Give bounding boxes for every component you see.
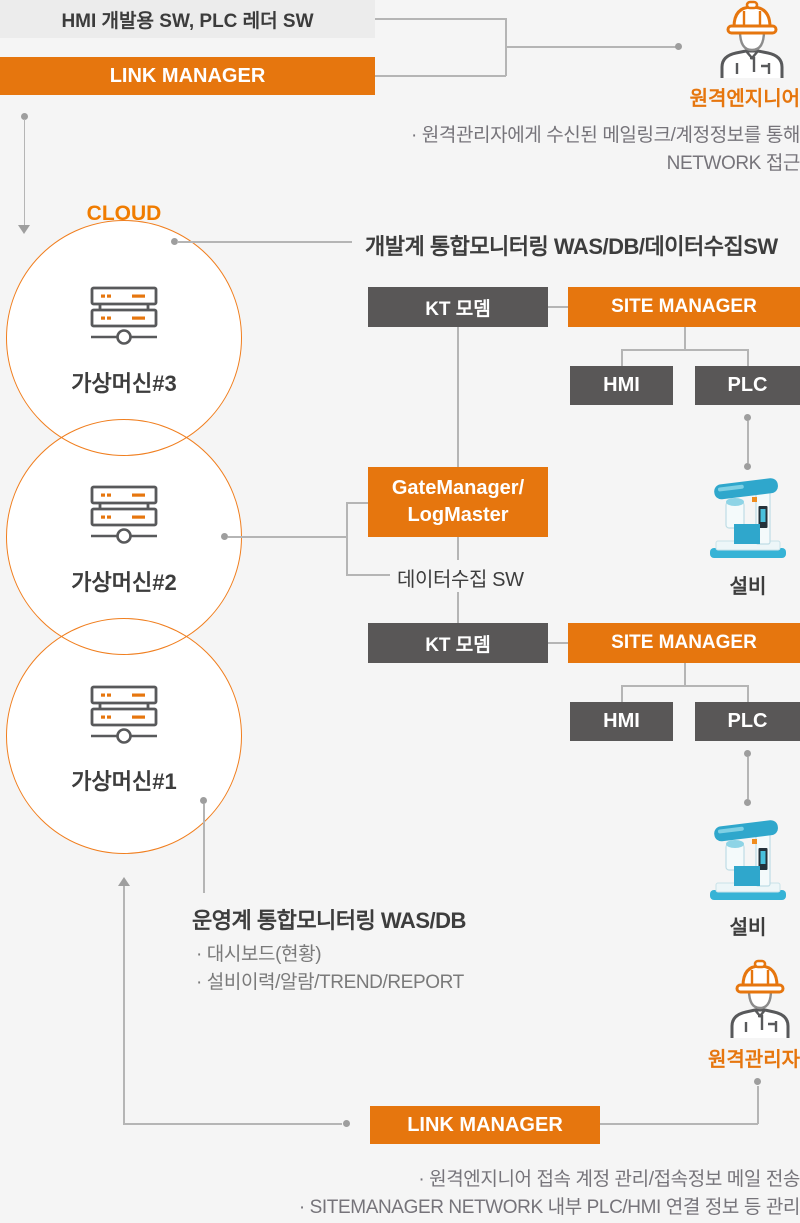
remote-manager-label: 원격관리자 [708, 1049, 800, 1071]
connector-line [457, 592, 459, 623]
bullet-item: · 대시보드(현황) [196, 944, 322, 965]
connector-line [123, 886, 125, 1124]
connector-line [177, 241, 352, 243]
gatemanager-label-line1: GateManager/ [391, 477, 525, 499]
connector-dot [200, 797, 207, 804]
hmi-box-ops: HMI [570, 702, 673, 741]
connector-dot [171, 238, 178, 245]
connector-dot [343, 1120, 350, 1127]
connector-dot [744, 799, 751, 806]
remote-engineer-note: · 원격관리자에게 수신된 메일링크/계정정보를 통해 NETWORK 접근 [411, 122, 800, 178]
equipment-label-dev: 설비 [729, 576, 767, 598]
down-arrow-icon [18, 225, 30, 234]
gatemanager-label-line2: LogMaster [407, 504, 509, 526]
gatemanager-box: GateManager/ LogMaster [368, 467, 548, 537]
connector-line [548, 642, 568, 644]
site-manager-box-dev: SITE MANAGER [568, 287, 800, 327]
connector-line [23, 119, 25, 225]
connector-line [621, 685, 623, 702]
connector-line [600, 1123, 758, 1125]
hmi-box-dev: HMI [570, 366, 673, 405]
note-line: · 원격관리자에게 수신된 메일링크/계정정보를 통해 [410, 125, 800, 146]
plc-box-ops: PLC [695, 702, 800, 741]
site-manager-box-ops: SITE MANAGER [568, 623, 800, 663]
equipment-icon [708, 472, 788, 564]
site-manager-label: SITE MANAGER [611, 632, 757, 653]
vm2-label: 가상머신#2 [71, 570, 177, 595]
connector-dot [744, 750, 751, 757]
link-manager-top-label: LINK MANAGER [109, 64, 266, 87]
ops-section-heading: 운영계 통합모니터링 WAS/DB [192, 908, 466, 933]
connector-line [747, 685, 749, 702]
connector-line [505, 46, 677, 48]
note-line: · 원격엔지니어 접속 계정 관리/접속정보 메일 전송 [418, 1169, 800, 1190]
link-manager-bottom-notes: · 원격엔지니어 접속 계정 관리/접속정보 메일 전송 · SITEMANAG… [299, 1166, 800, 1222]
kt-modem-box-dev: KT 모뎀 [368, 287, 548, 327]
connector-dot [744, 463, 751, 470]
connector-line [346, 574, 390, 576]
vm1-label: 가상머신#1 [71, 769, 177, 794]
link-manager-top-box: LINK MANAGER [0, 57, 375, 95]
connector-line [457, 327, 459, 467]
hmi-label: HMI [603, 374, 640, 396]
connector-line [621, 349, 748, 351]
plc-label: PLC [727, 374, 768, 396]
connector-line [375, 75, 506, 77]
connector-line [346, 502, 348, 576]
dev-sw-box: HMI 개발용 SW, PLC 레더 SW [0, 0, 375, 38]
remote-engineer-label: 원격엔지니어 [689, 88, 800, 110]
dev-sw-box-label: HMI 개발용 SW, PLC 레더 SW [61, 10, 314, 32]
cloud-label: CLOUD [86, 202, 162, 225]
manager-icon [726, 956, 794, 1040]
connector-dot [675, 43, 682, 50]
connector-line [747, 757, 749, 799]
connector-line [457, 537, 459, 560]
server-icon [90, 485, 158, 547]
connector-dot [221, 533, 228, 540]
note-line: · SITEMANAGER NETWORK 내부 PLC/HMI 연결 정보 등… [298, 1197, 800, 1218]
connector-dot [744, 414, 751, 421]
note-line: NETWORK 접근 [666, 153, 800, 174]
connector-line [346, 502, 368, 504]
vm3-label: 가상머신#3 [71, 371, 177, 396]
engineer-icon [714, 0, 790, 78]
connector-dot [21, 113, 28, 120]
kt-modem-box-ops: KT 모뎀 [368, 623, 548, 663]
cloud-circle-vm1-border [6, 618, 242, 854]
server-icon [90, 685, 158, 747]
connector-line [548, 306, 568, 308]
plc-box-dev: PLC [695, 366, 800, 405]
kt-modem-label: KT 모뎀 [425, 298, 491, 320]
equipment-icon [708, 814, 788, 906]
site-manager-label: SITE MANAGER [611, 296, 757, 317]
connector-line [684, 662, 686, 686]
connector-line [203, 804, 205, 893]
connector-line [375, 18, 506, 20]
connector-line [228, 536, 347, 538]
link-manager-bottom-label: LINK MANAGER [407, 1113, 563, 1136]
connector-line [747, 421, 749, 463]
connector-line [684, 327, 686, 350]
connector-line [621, 349, 623, 366]
bullet-item: · 설비이력/알람/TREND/REPORT [196, 972, 464, 993]
dev-section-heading: 개발계 통합모니터링 WAS/DB/데이터수집SW [365, 234, 778, 259]
connector-line [123, 1123, 342, 1125]
connector-line [747, 349, 749, 366]
kt-modem-label: KT 모뎀 [425, 634, 491, 656]
ops-section-bullets: · 대시보드(현황) · 설비이력/알람/TREND/REPORT [196, 941, 464, 997]
up-arrow-icon [118, 877, 130, 886]
hmi-label: HMI [603, 710, 640, 732]
plc-label: PLC [727, 710, 768, 732]
server-icon [90, 286, 158, 348]
connector-dot [754, 1078, 761, 1085]
connector-line [757, 1086, 759, 1124]
equipment-label-ops: 설비 [729, 917, 767, 939]
link-manager-bottom-box: LINK MANAGER [370, 1106, 600, 1144]
connector-line [621, 685, 748, 687]
data-collection-sw-label: 데이터수집 SW [397, 569, 524, 591]
